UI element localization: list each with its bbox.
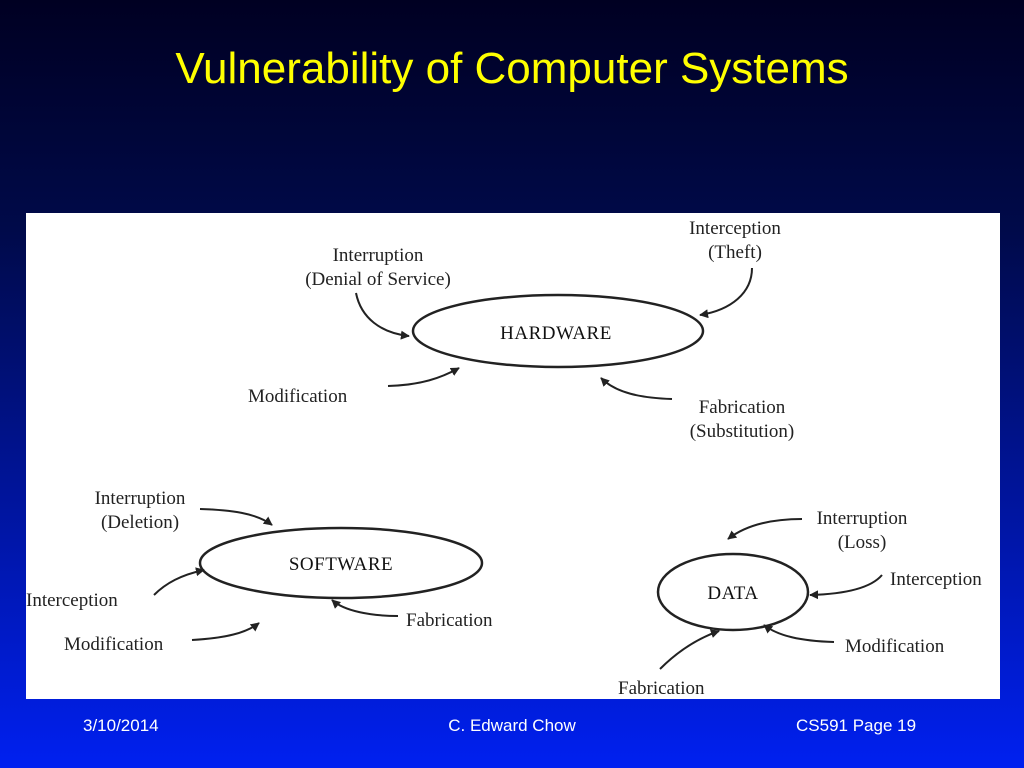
hardware-interruption-label: Interruption [333,245,424,266]
hardware-interruption-arrow [355,292,410,340]
data-interruption-arrow [727,518,803,540]
hardware-group: HARDWARE Interruption (Denial of Service… [248,218,794,442]
data-interruption-label: Interruption [817,508,908,529]
hardware-fabrication-label: Fabrication [699,397,786,418]
footer-date: 3/10/2014 [83,716,159,735]
data-interception-label: Interception [890,569,982,590]
software-interception-arrow [153,567,205,596]
footer-page-number: CS591 Page 19 [796,716,917,735]
hardware-ellipse [411,293,705,369]
software-interception-label: Interception [26,590,118,611]
hardware-modification-label: Modification [248,386,348,407]
data-fabrication-arrow [659,629,720,670]
hardware-fabrication-arrow [600,377,673,400]
data-label: DATA [707,583,758,604]
software-label: SOFTWARE [289,554,393,575]
data-interception-arrow [809,574,883,600]
software-group: SOFTWARE Interruption (Deletion) Interce… [26,488,493,655]
software-fabrication-arrow [331,599,399,617]
hardware-label: HARDWARE [500,323,612,344]
slide-title: Vulnerability of Computer Systems [175,44,849,93]
software-interruption-label: Interruption [95,488,186,509]
data-fabrication-label: Fabrication [618,678,705,699]
hardware-fabrication-sublabel: (Substitution) [690,421,795,442]
hardware-modification-arrow [387,367,460,387]
hardware-interception-label: Interception [689,218,781,239]
data-group: DATA Interruption (Loss) Interception Mo… [618,508,982,699]
hardware-interception-arrow [699,267,753,319]
footer-author: C. Edward Chow [448,716,576,735]
vulnerability-diagram: HARDWARE Interruption (Denial of Service… [26,218,982,699]
hardware-interruption-sublabel: (Denial of Service) [305,269,451,290]
hardware-interception-sublabel: (Theft) [708,242,762,263]
software-fabrication-label: Fabrication [406,610,493,631]
software-interruption-arrow [199,508,273,526]
data-modification-label: Modification [845,636,945,657]
software-modification-label: Modification [64,634,164,655]
diagram-panel: HARDWARE Interruption (Denial of Service… [26,213,1000,699]
data-interruption-sublabel: (Loss) [838,532,887,553]
software-ellipse [198,526,484,600]
software-interruption-sublabel: (Deletion) [101,512,179,533]
data-modification-arrow [763,624,835,643]
software-modification-arrow [191,622,260,641]
data-ellipse [656,552,810,632]
